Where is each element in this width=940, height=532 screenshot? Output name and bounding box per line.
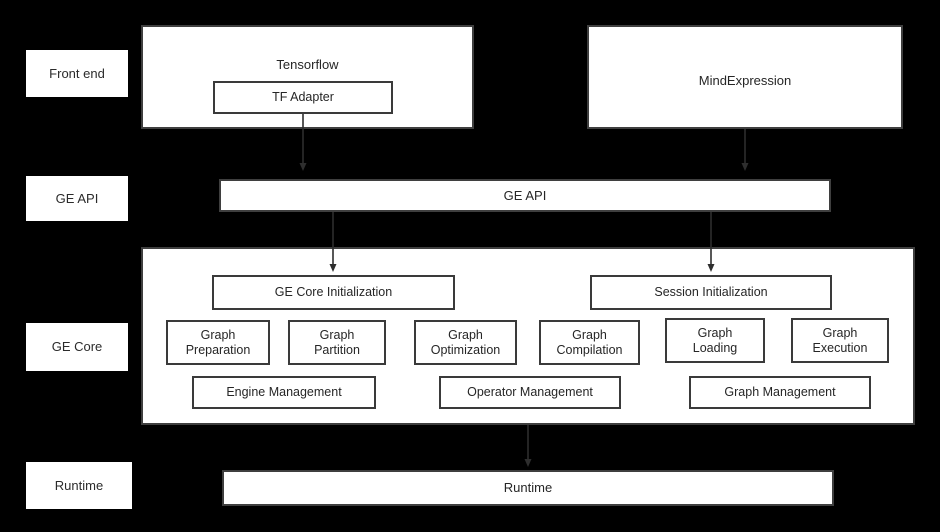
- tensorflow-title: Tensorflow: [276, 57, 339, 72]
- graph-preparation-box[interactable]: Graph Preparation: [166, 320, 270, 365]
- graph-loading-box[interactable]: Graph Loading: [665, 318, 765, 363]
- layer-label-runtime-text: Runtime: [54, 477, 104, 493]
- ge-core-initialization-box[interactable]: GE Core Initialization: [212, 275, 455, 310]
- runtime-bar[interactable]: Runtime: [222, 470, 834, 506]
- graph-execution-label: Graph Execution: [812, 325, 868, 355]
- layer-label-front-end-text: Front end: [49, 65, 105, 81]
- layer-label-front-end: Front end: [26, 50, 128, 97]
- graph-optimization-box[interactable]: Graph Optimization: [414, 320, 517, 365]
- graph-management-box[interactable]: Graph Management: [689, 376, 871, 409]
- mindexpression-panel: MindExpression: [587, 25, 903, 129]
- ge-core-initialization-label: GE Core Initialization: [274, 285, 393, 300]
- operator-management-label: Operator Management: [467, 385, 593, 400]
- ge-api-bar[interactable]: GE API: [219, 179, 831, 212]
- mindexpression-title: MindExpression: [698, 73, 792, 88]
- graph-partition-box[interactable]: Graph Partition: [288, 320, 386, 365]
- graph-preparation-label: Graph Preparation: [185, 327, 251, 357]
- runtime-bar-label: Runtime: [503, 480, 553, 496]
- engine-management-box[interactable]: Engine Management: [192, 376, 376, 409]
- ge-api-bar-label: GE API: [503, 187, 547, 203]
- graph-execution-box[interactable]: Graph Execution: [791, 318, 889, 363]
- graph-optimization-label: Graph Optimization: [430, 327, 501, 357]
- layer-label-ge-core: GE Core: [26, 323, 128, 371]
- session-initialization-box[interactable]: Session Initialization: [590, 275, 832, 310]
- graph-compilation-label: Graph Compilation: [556, 327, 623, 357]
- graph-partition-label: Graph Partition: [314, 327, 360, 357]
- graph-loading-label: Graph Loading: [692, 325, 738, 355]
- graph-compilation-box[interactable]: Graph Compilation: [539, 320, 640, 365]
- engine-management-label: Engine Management: [226, 385, 342, 400]
- tf-adapter-box[interactable]: TF Adapter: [213, 81, 393, 114]
- layer-label-ge-api-text: GE API: [55, 190, 99, 206]
- tf-adapter-label: TF Adapter: [272, 90, 334, 105]
- operator-management-box[interactable]: Operator Management: [439, 376, 621, 409]
- session-initialization-label: Session Initialization: [654, 285, 768, 300]
- graph-management-label: Graph Management: [724, 385, 836, 400]
- layer-label-ge-core-text: GE Core: [51, 339, 103, 355]
- layer-label-runtime: Runtime: [26, 462, 132, 509]
- layer-label-ge-api: GE API: [26, 176, 128, 221]
